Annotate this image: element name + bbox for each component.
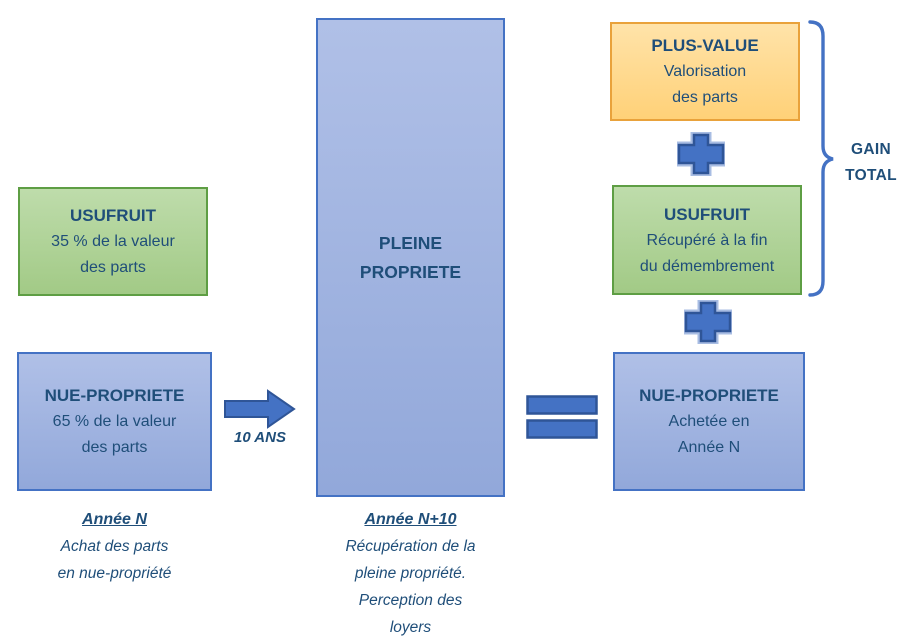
annee-n-line1: Achat des parts [60,538,169,555]
arrow-right-icon [224,389,296,434]
usufruit-right-title: USUFRUIT [664,204,750,224]
plus-value-line2: des parts [672,89,738,106]
plus-value-box: PLUS-VALUE Valorisation des parts [610,22,800,121]
plus-value-line1: Valorisation [663,63,747,80]
gain-total-line1: GAIN [851,141,891,158]
annee-n10-line1: Récupération de la [345,538,476,555]
gain-total-label: GAIN TOTAL [836,137,906,189]
gain-total-line2: TOTAL [845,167,897,184]
right-brace-icon [806,19,836,303]
nue-propriete-right-title: NUE-PROPRIETE [639,386,779,405]
annee-n-caption: Année N Achat des parts en nue-propriété [12,506,217,587]
equals-icon [526,395,598,445]
plus-icon [675,131,727,181]
pleine-propriete-line1: PLEINE [378,232,443,253]
arrow-duration-label: 10 ANS [234,429,286,446]
annee-n-line2: en nue-propriété [57,565,172,582]
annee-n10-caption: Année N+10 Récupération de la pleine pro… [312,506,509,637]
nue-propriete-right-box: NUE-PROPRIETE Achetée en Année N [613,352,805,491]
usufruit-left-box: USUFRUIT 35 % de la valeur des parts [18,187,208,296]
usufruit-left-title: USUFRUIT [70,206,156,225]
usufruit-left-line2: des parts [80,259,146,276]
nue-propriete-left-title: NUE-PROPRIETE [44,386,185,405]
nue-propriete-right-line1: Achetée en [668,413,750,430]
annee-n10-line4: loyers [389,619,432,636]
usufruit-right-box: USUFRUIT Récupéré à la fin du démembreme… [612,185,802,295]
annee-n10-title: Année N+10 [364,511,457,528]
nue-propriete-left-line2: des parts [81,439,148,456]
annee-n10-line2: pleine propriété. [354,565,467,582]
usufruit-right-line1: Récupéré à la fin [646,231,768,249]
annee-n-title: Année N [82,511,147,528]
plus-value-title: PLUS-VALUE [651,36,759,55]
pleine-propriete-line2: PROPRIETE [359,261,462,282]
usufruit-left-line1: 35 % de la valeur [51,233,175,250]
nue-propriete-left-line1: 65 % de la valeur [52,413,177,430]
plus-icon [682,299,734,349]
nue-propriete-left-box: NUE-PROPRIETE 65 % de la valeur des part… [17,352,212,491]
nue-propriete-right-line2: Année N [677,439,741,456]
usufruit-right-line2: du démembrement [639,257,775,275]
annee-n10-line3: Perception des [358,592,463,609]
pleine-propriete-box: PLEINE PROPRIETE [316,18,505,497]
